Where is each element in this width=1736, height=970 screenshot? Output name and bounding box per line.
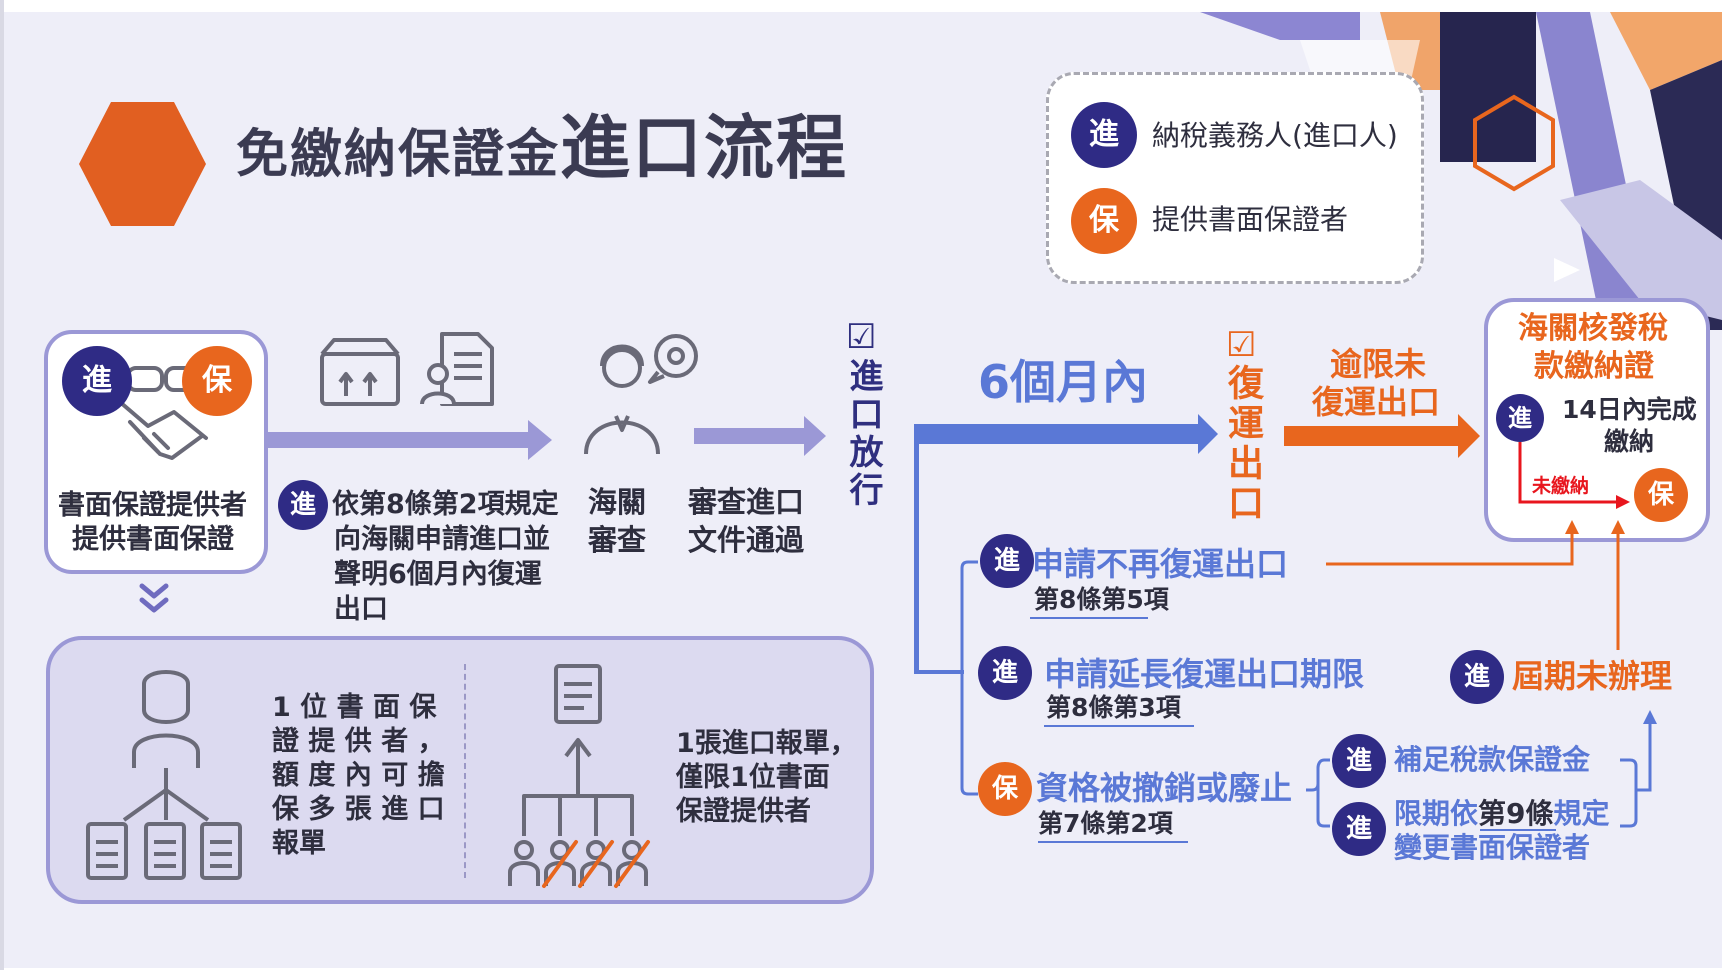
bottom-left-line4: 保 多 張 進 口 [272,794,445,825]
legend-importer-label: 納稅義務人(進口人) [1152,119,1398,152]
page-title: 免繳納保證金進口流程 [236,108,848,189]
expire-text: 屆期未辦理 [1512,657,1673,695]
branch1-importer-badge: 進 [980,534,1034,588]
bottom-left-line3: 額 度 內 可 擔 [272,760,445,791]
release-text: 進口放行 [843,358,883,510]
provider-line1: 書面保證提供者 [58,490,247,521]
tax-line2: 繳納 [1604,427,1655,456]
tax-importer-badge: 進 [1496,394,1544,442]
provider-guarantor-badge: 保 [182,346,252,416]
legend-guarantor-badge: 保 [1071,188,1137,254]
passed-line2: 文件通過 [688,523,805,557]
sub2-line1-pre: 限期依 [1394,797,1479,830]
sub1-importer-badge: 進 [1332,734,1386,788]
legend-importer-badge: 進 [1071,102,1137,168]
title-large: 進口流程 [560,107,849,189]
branch2-ref: 第8條第3項 [1046,693,1181,722]
release-check-icon: ☑ [846,317,877,357]
bottom-divider [464,664,466,878]
branch1-text: 申請不再復運出口 [1032,545,1289,583]
passed-line1: 審查進口 [688,485,805,519]
chevron-down-icon [139,583,169,613]
title-small: 免繳納保證金 [236,125,561,185]
one-doc-one-provider-icon [508,664,650,888]
bottom-left-line5: 報單 [272,828,326,859]
customs-officer-icon [584,334,698,455]
branch3-text: 資格被撤銷或廢止 [1036,769,1293,807]
apply-line1: 依第8條第2項規定 [332,489,559,520]
provider-importer-badge: 進 [62,346,132,416]
bottom-right-line1: 1張進口報單， [676,728,857,759]
bottom-right-line2: 僅限1位書面 [676,762,830,793]
sub2-line2: 變更書面保證者 [1394,831,1591,864]
customs-line1: 海關 [588,485,647,519]
sub2-line1-post: 規定 [1553,797,1610,830]
customs-line2: 審查 [588,523,647,557]
tax-line1: 14日內完成 [1562,395,1697,424]
bottom-left-line1: 1 位 書 面 保 [272,692,437,723]
apply-line4: 出口 [334,594,388,625]
branch1-ref: 第8條第5項 [1034,585,1169,614]
bottom-left-line2: 證 提 供 者 ， [272,726,445,757]
tax-title-line2: 款繳納證 [1534,349,1654,384]
tax-guarantor-badge: 保 [1634,468,1688,522]
one-provider-many-docs-icon [86,670,242,880]
six-months-label: 6個月內 [978,355,1149,409]
unpaid-label: 未繳納 [1532,475,1590,497]
branch2-text: 申請延長復運出口期限 [1044,655,1365,693]
apply-importer-badge: 進 [278,480,328,530]
overdue-line2: 復運出口 [1312,383,1441,421]
reexport-text: 復運出口 [1222,364,1263,524]
sub2-line1: 限期依第9條規定 [1394,797,1610,830]
sub1-text: 補足稅款保證金 [1394,743,1591,776]
overdue-line1: 逾限未 [1330,345,1427,383]
tax-title-line1: 海關核發稅 [1518,311,1668,346]
unpaid-arrow [1518,442,1630,509]
reexport-check-icon: ☑ [1226,325,1257,365]
sub2-importer-badge: 進 [1332,802,1386,856]
branch3-guarantor-badge: 保 [978,762,1032,816]
sub2-line1-mid: 第9條 [1478,797,1554,830]
provider-line2: 提供書面保證 [72,524,234,555]
bottom-info-box [46,636,874,904]
branch3-ref: 第7條第2項 [1038,809,1173,838]
document-person-icon [420,332,494,406]
branch2-importer-badge: 進 [978,646,1032,700]
legend-guarantor-label: 提供書面保證者 [1152,203,1349,236]
package-box-icon [320,338,400,406]
apply-line2: 向海關申請進口並 [334,524,550,555]
bottom-right-line3: 保證提供者 [676,796,811,827]
expire-importer-badge: 進 [1450,650,1504,704]
apply-line3: 聲明6個月內復運 [334,559,542,590]
